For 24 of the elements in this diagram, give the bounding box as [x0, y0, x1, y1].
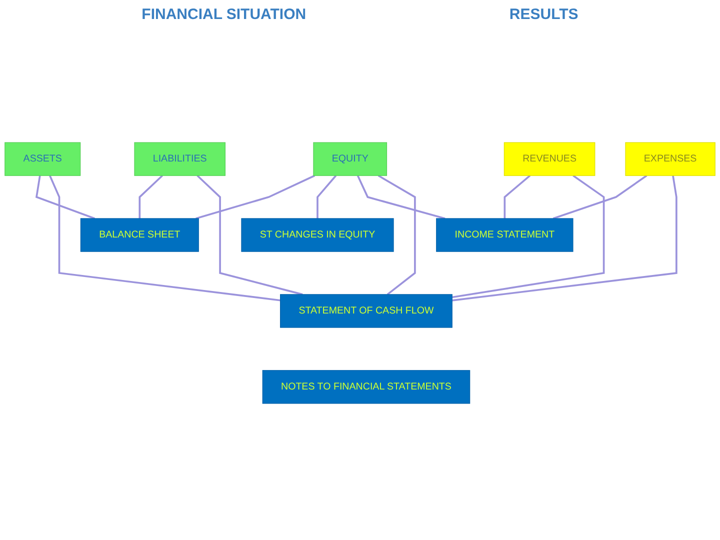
node-box: STATEMENT OF CASH FLOW [280, 294, 452, 328]
node-box: LIABILITIES [134, 142, 226, 176]
group-heading: RESULTS [509, 6, 578, 23]
connector [552, 174, 648, 220]
node-box: ASSETS [4, 142, 81, 176]
node-box: NOTES TO FINANCIAL STATEMENTS [262, 370, 470, 404]
connector [452, 174, 605, 298]
node-box: INCOME STATEMENT [436, 218, 574, 252]
node-box: ST CHANGES IN EQUITY [241, 218, 394, 252]
connector [196, 174, 303, 296]
connector [378, 174, 416, 296]
connector [504, 174, 531, 218]
node-box: EQUITY [313, 142, 388, 176]
connector [196, 174, 316, 220]
connector [356, 175, 446, 220]
connector [452, 175, 678, 302]
group-heading: FINANCIAL SITUATION [142, 6, 306, 23]
connector [35, 175, 96, 220]
node-box: EXPENSES [625, 142, 716, 176]
connector [138, 174, 163, 218]
node-box: BALANCE SHEET [80, 218, 199, 252]
connector [316, 175, 337, 218]
node-box: REVENUES [504, 142, 596, 176]
connector [49, 175, 280, 302]
